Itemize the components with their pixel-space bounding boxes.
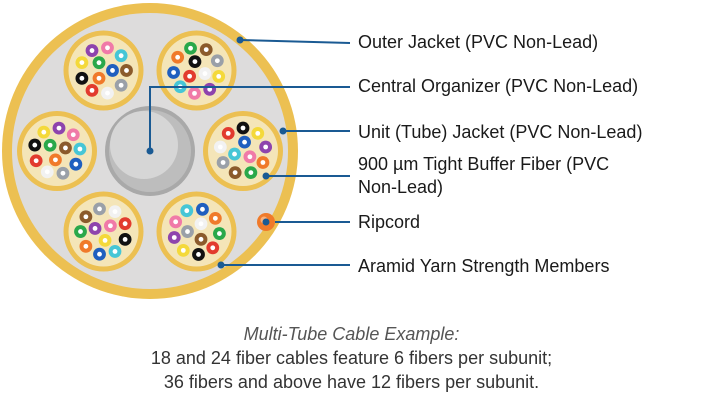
central-organizer-highlight bbox=[110, 111, 178, 179]
fiber-core bbox=[41, 129, 47, 135]
fiber-core bbox=[110, 68, 115, 73]
fiber-core bbox=[198, 221, 204, 227]
outer-jacket-leader-line bbox=[239, 39, 351, 44]
fiber-core bbox=[78, 229, 83, 234]
aramid-yarn-label: Aramid Yarn Strength Members bbox=[358, 256, 610, 276]
fiber-core bbox=[185, 229, 190, 234]
ripcord-label: Ripcord bbox=[358, 212, 421, 232]
fiber-core bbox=[217, 144, 223, 150]
fiber-core bbox=[89, 87, 95, 93]
fiber-core bbox=[175, 54, 181, 60]
fiber-core bbox=[220, 160, 226, 165]
fiber-core bbox=[33, 158, 39, 164]
fiber-core bbox=[53, 157, 58, 163]
outer-jacket-label: Outer Jacket (PVC Non-Lead) bbox=[358, 32, 599, 52]
fiber-core bbox=[173, 219, 179, 225]
fiber-core bbox=[79, 75, 85, 81]
fiber-core bbox=[200, 206, 205, 212]
tight-buffer-fiber-label: 900 µm Tight Buffer Fiber (PVC Non-Lead) bbox=[358, 153, 609, 199]
fiber-core bbox=[207, 86, 213, 92]
aramid-yarn-leader-dot bbox=[217, 261, 225, 269]
fiber-core bbox=[232, 170, 238, 176]
fiber-core bbox=[47, 142, 53, 148]
fiber-core bbox=[217, 231, 222, 236]
unit-jacket-leader-dot bbox=[279, 127, 287, 135]
fiber-core bbox=[192, 90, 197, 96]
fiber-core bbox=[260, 160, 266, 165]
fiber-core bbox=[188, 45, 193, 51]
fiber-core bbox=[180, 247, 186, 253]
fiber-core bbox=[97, 251, 102, 257]
fiber-core bbox=[122, 221, 128, 227]
caption: Multi-Tube Cable Example: 18 and 24 fibe… bbox=[0, 322, 703, 394]
caption-line-1: 18 and 24 fiber cables feature 6 fibers … bbox=[150, 348, 553, 368]
fiber-core bbox=[203, 47, 209, 53]
caption-line-2: 36 fibers and above have 12 fibers per s… bbox=[163, 372, 540, 392]
fiber-core bbox=[124, 68, 129, 73]
central-organizer-leader-line bbox=[149, 86, 350, 151]
fiber-core bbox=[96, 60, 102, 66]
fiber-core bbox=[92, 226, 98, 231]
tight-buffer-fiber-label-line2: Non-Lead) bbox=[358, 177, 444, 197]
fiber-core bbox=[210, 245, 216, 251]
fiber-core bbox=[89, 48, 95, 53]
fiber-core bbox=[216, 74, 222, 79]
fiber-core bbox=[242, 139, 247, 145]
fiber-core bbox=[112, 209, 118, 215]
central-organizer-label: Central Organizer (PVC Non-Lead) bbox=[358, 76, 639, 96]
fiber-core bbox=[202, 71, 208, 76]
fiber-core bbox=[97, 206, 102, 212]
fiber-core bbox=[63, 145, 68, 151]
fiber-core bbox=[263, 144, 269, 150]
fiber-core bbox=[247, 154, 253, 160]
fiber-core bbox=[79, 60, 85, 65]
fiber-core bbox=[105, 45, 110, 51]
fiber-core bbox=[32, 142, 38, 148]
fiber-core bbox=[73, 161, 79, 167]
fiber-core bbox=[171, 70, 176, 75]
fiber-core bbox=[105, 90, 110, 96]
fiber-core bbox=[187, 73, 193, 79]
central-organizer-leader-dot bbox=[146, 147, 154, 155]
fiber-core bbox=[255, 130, 261, 136]
fiber-core bbox=[96, 75, 102, 81]
fiber-core bbox=[196, 252, 201, 257]
fiber-core bbox=[107, 223, 113, 229]
fiber-core bbox=[118, 53, 124, 59]
fiber-core bbox=[70, 132, 76, 138]
fiber-core bbox=[248, 170, 254, 176]
unit-jacket-label: Unit (Tube) Jacket (PVC Non-Lead) bbox=[358, 122, 643, 142]
fiber-core bbox=[112, 249, 118, 254]
fiber-core bbox=[214, 58, 220, 64]
caption-title: Multi-Tube Cable Example: bbox=[243, 324, 460, 344]
fiber-core bbox=[232, 151, 237, 157]
ripcord-leader-dot bbox=[262, 218, 270, 226]
fiber-core bbox=[225, 130, 231, 136]
fiber-core bbox=[44, 169, 50, 175]
fiber-core bbox=[184, 208, 190, 214]
fiber-core bbox=[102, 238, 108, 243]
tight-buffer-fiber-label-line1: 900 µm Tight Buffer Fiber (PVC bbox=[358, 154, 610, 174]
fiber-core bbox=[118, 82, 124, 88]
fiber-core bbox=[56, 125, 62, 131]
fiber-core bbox=[60, 170, 66, 176]
fiber-core bbox=[171, 235, 177, 240]
fiber-core bbox=[240, 125, 246, 131]
tight-buffer-fiber-leader-dot bbox=[262, 172, 270, 180]
fiber-core bbox=[77, 146, 83, 152]
fiber-core bbox=[83, 214, 89, 220]
fiber-core bbox=[192, 59, 198, 64]
fiber-core bbox=[212, 215, 218, 221]
fiber-core bbox=[83, 243, 89, 249]
outer-jacket-leader-dot bbox=[236, 36, 244, 44]
fiber-core bbox=[198, 236, 204, 242]
fiber-core bbox=[122, 237, 128, 242]
